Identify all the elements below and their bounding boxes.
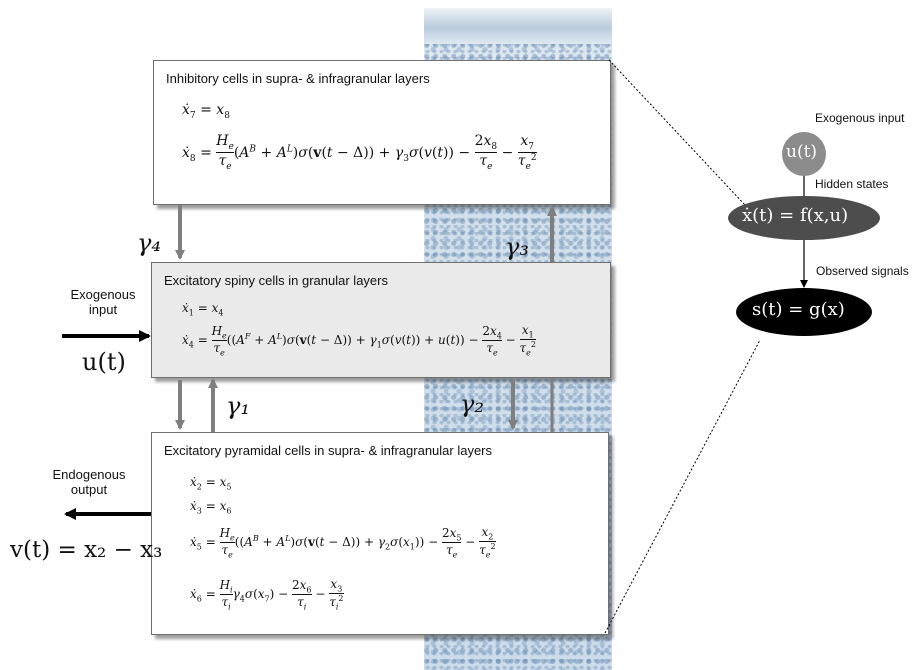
observed-signal-node bbox=[736, 288, 872, 336]
equation-x7: ẋ7 = x8 bbox=[182, 102, 230, 121]
zoom-line-bottom bbox=[604, 339, 761, 634]
hidden-node-label: ẋ(t) = f(x,u) bbox=[742, 205, 849, 226]
cortex-surface-band bbox=[424, 8, 612, 44]
inhibitory-cells-box: Inhibitory cells in supra- & infragranul… bbox=[153, 60, 611, 205]
input-node-label: u(t) bbox=[786, 142, 818, 162]
pyramidal-cells-box: Excitatory pyramidal cells in supra- & i… bbox=[151, 432, 609, 635]
inhibitory-box-title: Inhibitory cells in supra- & infragranul… bbox=[166, 71, 430, 86]
exogenous-input-label: Exogenous input bbox=[70, 287, 136, 317]
hidden-states-label: Hidden states bbox=[815, 177, 889, 191]
output-equation: v(t) = x₂ − x₃ bbox=[10, 537, 163, 563]
pyramidal-box-title: Excitatory pyramidal cells in supra- & i… bbox=[164, 443, 493, 458]
gamma4-label: γ₄ bbox=[137, 229, 161, 257]
observed-node-label: s(t) = g(x) bbox=[752, 299, 845, 320]
right-exogenous-input-label: Exogenous input bbox=[815, 111, 905, 125]
spiny-box-title: Excitatory spiny cells in granular layer… bbox=[164, 273, 388, 288]
zoom-line-top bbox=[608, 59, 746, 206]
input-node bbox=[782, 132, 826, 176]
hidden-state-node bbox=[728, 196, 880, 240]
gamma2-label: γ₂ bbox=[460, 390, 484, 418]
gamma3-label: γ₃ bbox=[505, 233, 529, 261]
equation-x1: ẋ1 = x4 bbox=[182, 301, 224, 318]
input-signal-symbol: u(t) bbox=[82, 348, 126, 376]
observed-signals-label: Observed signals bbox=[816, 264, 909, 278]
equation-x2: ẋ2 = x5 bbox=[190, 475, 232, 492]
equation-x3: ẋ3 = x6 bbox=[190, 499, 232, 516]
spiny-cells-box: Excitatory spiny cells in granular layer… bbox=[151, 262, 611, 378]
endogenous-output-label: Endogenous output bbox=[52, 467, 126, 497]
gamma1-label: γ₁ bbox=[226, 392, 250, 420]
